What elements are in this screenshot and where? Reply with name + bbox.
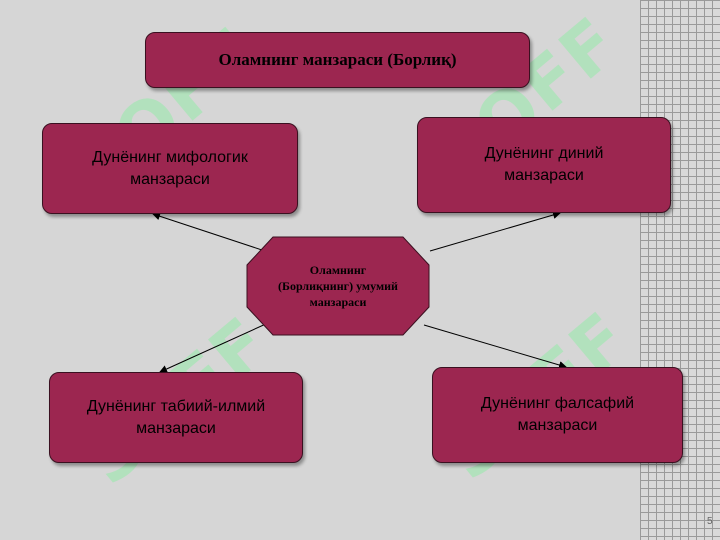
node-mythological-line1: Дунёнинг мифологик: [92, 148, 248, 166]
node-religious-line1: Дунёнинг диний: [484, 145, 604, 163]
center-node-line1: Оламнинг: [309, 262, 367, 277]
node-mythological: Дунёнинг мифологик манзараси: [42, 123, 298, 214]
center-node: Оламнинг (Борлиқнинг) умумий манзараси: [245, 235, 431, 337]
arrow-to-philosophical: [423, 324, 567, 369]
node-religious: Дунёнинг диний манзараси: [417, 117, 671, 213]
node-philosophical-line1: Дунёнинг фалсафий: [480, 395, 635, 413]
arrow-to-mythological: [152, 212, 269, 253]
node-religious-line2: манзараси: [504, 167, 584, 184]
arrow-to-religious: [429, 211, 561, 252]
node-natural-scientific-line1: Дунёнинг табиий-илмий: [86, 397, 266, 415]
node-philosophical: Дунёнинг фалсафий манзараси: [432, 367, 683, 463]
arrow-to-natural-scientific: [159, 322, 269, 373]
diagram-title: Оламнинг манзараси (Борлиқ): [218, 49, 457, 69]
node-mythological-line2: манзараси: [130, 170, 210, 188]
diagram-title-box: Оламнинг манзараси (Борлиқ): [145, 32, 530, 88]
page-number: 5: [707, 516, 713, 527]
node-natural-scientific-line2: манзараси: [136, 419, 216, 437]
center-octagon-shape: [246, 236, 430, 336]
node-philosophical-line2: манзараси: [517, 417, 598, 434]
center-node-line3: манзараси: [309, 295, 367, 310]
node-natural-scientific: Дунёнинг табиий-илмий манзараси: [49, 372, 303, 463]
center-node-line2: (Борлиқнинг) умумий: [278, 278, 398, 293]
